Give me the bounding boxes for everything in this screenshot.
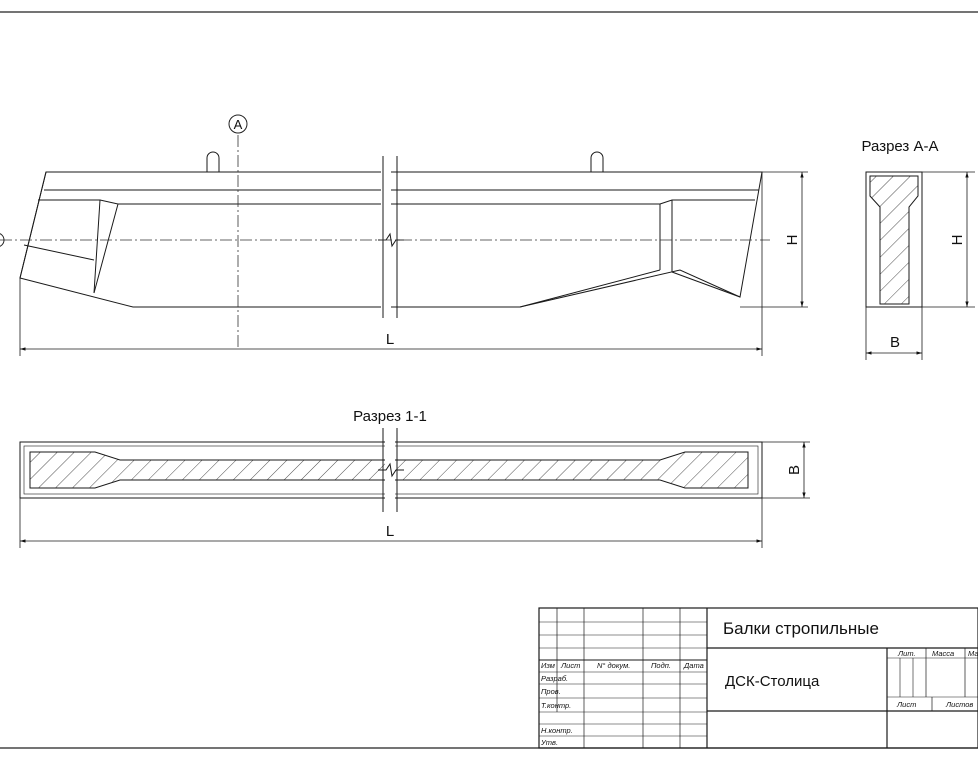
- axis-marker-a: [228, 114, 248, 134]
- section-aa-title: Разрез А-А: [862, 138, 939, 155]
- axis-marker-left: [0, 233, 5, 247]
- axis-marker-label: A: [234, 117, 243, 132]
- section-11-title: Разрез 1-1: [353, 408, 427, 425]
- section-aa-view: [865, 171, 975, 360]
- label-masshtab: Ма: [968, 649, 978, 658]
- col-sign: Подп.: [651, 661, 671, 670]
- section-11-length-label: L: [386, 523, 394, 540]
- col-date: Дата: [683, 661, 704, 670]
- section-11-width-label: B: [786, 465, 803, 475]
- section-11-dimensions: [19, 441, 810, 548]
- col-list: Лист: [560, 661, 580, 670]
- company-name: ДСК-Столица: [725, 673, 820, 690]
- title-block-headers: Изм Лист N° докум. Подп. Дата Разраб. Пр…: [540, 649, 978, 747]
- label-lit: Лит.: [897, 649, 916, 658]
- col-doc-no: N° докум.: [597, 661, 630, 670]
- section-aa-height-label: H: [949, 235, 966, 246]
- label-sheets: Листов: [945, 700, 973, 709]
- dim-length-label: L: [386, 331, 394, 348]
- label-sheet: Лист: [896, 700, 916, 709]
- row-nkontr: Н.контр.: [541, 726, 573, 735]
- beam-front-view: [19, 151, 763, 318]
- dim-height-label: H: [784, 235, 801, 246]
- row-prov: Пров.: [541, 687, 561, 696]
- section-aa-width-label: B: [890, 334, 900, 351]
- front-dimensions: [19, 171, 808, 356]
- row-tkontr: Т.контр.: [541, 701, 571, 710]
- row-utv: Утв.: [540, 738, 558, 747]
- title-block: [538, 607, 978, 749]
- section-11-view: [19, 428, 763, 512]
- product-name: Балки стропильные: [723, 619, 879, 638]
- label-massa: Масса: [932, 649, 954, 658]
- center-lines: [0, 135, 770, 350]
- row-razrab: Разраб.: [541, 674, 568, 683]
- col-izm: Изм: [541, 661, 555, 670]
